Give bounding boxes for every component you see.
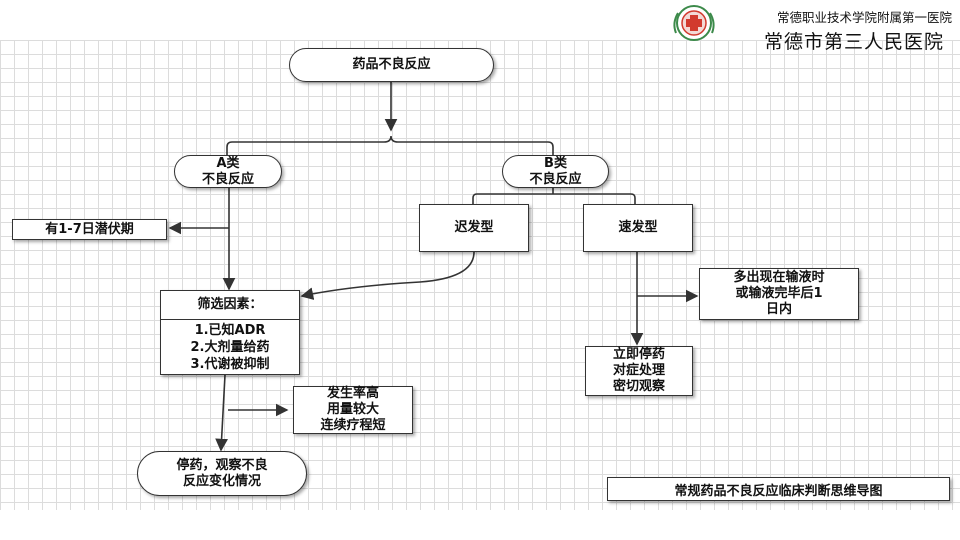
- immediate-line: 密切观察: [612, 379, 665, 394]
- node-screening-header: 筛选因素：: [161, 291, 299, 320]
- node-latency-label: 有1-7日潜伏期: [45, 221, 134, 237]
- hospital-name: 常德市第三人民医院: [763, 31, 944, 53]
- node-type-a: A类 不良反应: [174, 155, 282, 188]
- diagram-caption-text: 常规药品不良反应临床判断思维导图: [674, 483, 883, 499]
- hospital-affiliation: 常德职业技术学院附属第一医院: [776, 10, 952, 25]
- node-type-a-line2: 不良反应: [201, 171, 254, 187]
- node-screening-factors: 筛选因素： 1.已知ADR 2.大剂量给药 3.代谢被抑制: [160, 290, 300, 375]
- edge-screen-to-stop: [215, 374, 228, 452]
- node-incidence: 发生率高 用量较大 连续疗程短: [293, 386, 413, 434]
- node-delayed-label: 迟发型: [454, 220, 494, 235]
- node-delayed-type: 迟发型: [419, 204, 529, 252]
- infusion-line: 多出现在输液时: [733, 270, 825, 285]
- edge-delayed-to-screen: [300, 251, 475, 300]
- node-screening-title: 筛选因素：: [197, 297, 263, 312]
- stop-line: 停药，观察不良: [176, 457, 268, 473]
- node-type-b-line2: 不良反应: [529, 171, 582, 187]
- screening-item: 3.代谢被抑制: [190, 356, 270, 372]
- edge-b-branch: [472, 193, 636, 204]
- stop-line: 反应变化情况: [182, 473, 261, 489]
- hospital-logo-icon: [673, 5, 715, 41]
- edge-root-branch: [226, 135, 554, 155]
- node-type-b-line1: B类: [544, 155, 567, 171]
- infusion-line: 日内: [765, 302, 792, 317]
- incidence-line: 发生率高: [326, 386, 379, 401]
- node-root-adr: 药品不良反应: [289, 48, 494, 82]
- node-latency: 有1-7日潜伏期: [12, 219, 167, 240]
- immediate-line: 立即停药: [612, 347, 665, 362]
- incidence-line: 用量较大: [326, 402, 379, 417]
- immediate-line: 对症处理: [612, 363, 665, 378]
- node-root-label: 药品不良反应: [352, 57, 431, 72]
- screening-item: 1.已知ADR: [194, 322, 266, 338]
- node-rapid-type: 速发型: [583, 204, 693, 252]
- node-type-a-line1: A类: [216, 155, 240, 171]
- infusion-line: 或输液完毕后1: [735, 286, 823, 301]
- diagram-caption: 常规药品不良反应临床判断思维导图: [607, 477, 950, 501]
- node-infusion-timing: 多出现在输液时 或输液完毕后1 日内: [699, 268, 859, 320]
- node-screening-items: 1.已知ADR 2.大剂量给药 3.代谢被抑制: [191, 320, 270, 374]
- node-stop-observe: 停药，观察不良 反应变化情况: [137, 451, 307, 496]
- screening-item: 2.大剂量给药: [190, 339, 270, 355]
- node-type-b: B类 不良反应: [502, 155, 609, 188]
- incidence-line: 连续疗程短: [320, 418, 386, 433]
- node-immediate-action: 立即停药 对症处理 密切观察: [585, 346, 693, 396]
- node-rapid-label: 速发型: [618, 220, 658, 235]
